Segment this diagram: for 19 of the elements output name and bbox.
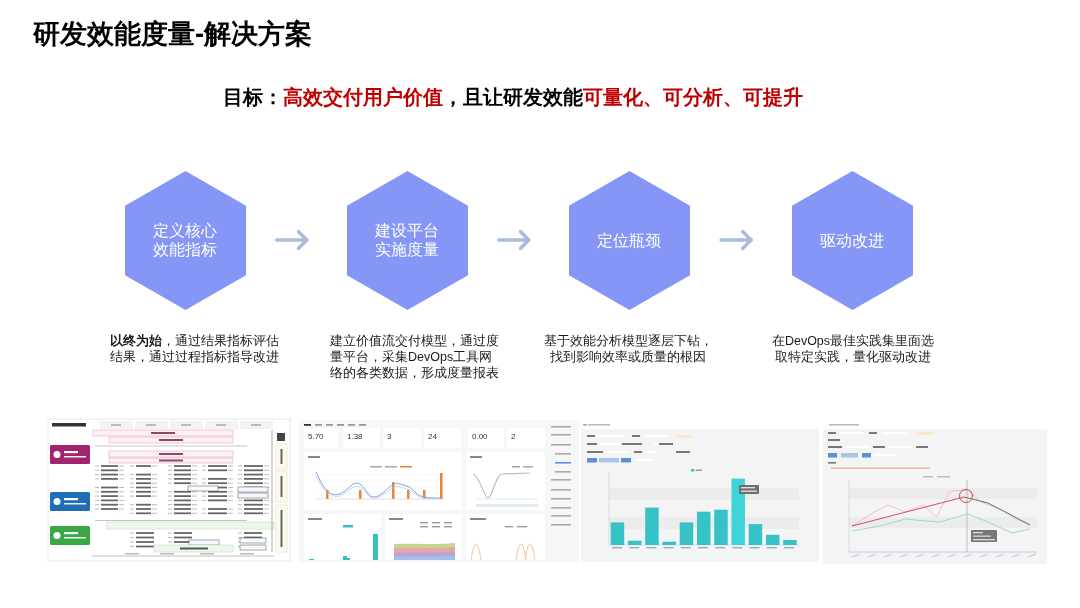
process-hexagon: 定位瓶颈 [568,170,690,310]
arrow [275,229,309,251]
kpi-card: 5.70 [304,428,338,448]
kpi-card: 3 [383,428,421,448]
process-hexagon: 建设平台实施度量 [346,170,468,310]
process-hexagon: 定义核心效能指标 [124,170,246,310]
step-description: 建立价值流交付模型，通过度量平台，采集DevOps工具网络的各类数据，形成度量报表 [330,333,500,381]
step-description: 以终为始，通过结果指标评估结果，通过过程指标指导改进 [110,333,280,365]
kpi-card: 24 [424,428,461,448]
kpi-card: 2 [507,428,545,448]
process-hexagon: 驱动改进 [791,170,913,310]
goal-statement: 目标：高效交付用户价值，且让研发效能可量化、可分析、可提升 [223,85,803,110]
arrow [497,229,531,251]
step-description: 基于效能分析模型逐层下钻，找到影响效率或质量的根因 [542,333,714,365]
arrow [719,229,753,251]
kpi-card: 0.00 [468,428,504,448]
slide-title: 研发效能度量-解决方案 [33,18,312,50]
kpi-card: 1.38 [343,428,380,448]
step-description: 在DevOps最佳实践集里面选取特定实践，量化驱动改进 [770,333,936,365]
